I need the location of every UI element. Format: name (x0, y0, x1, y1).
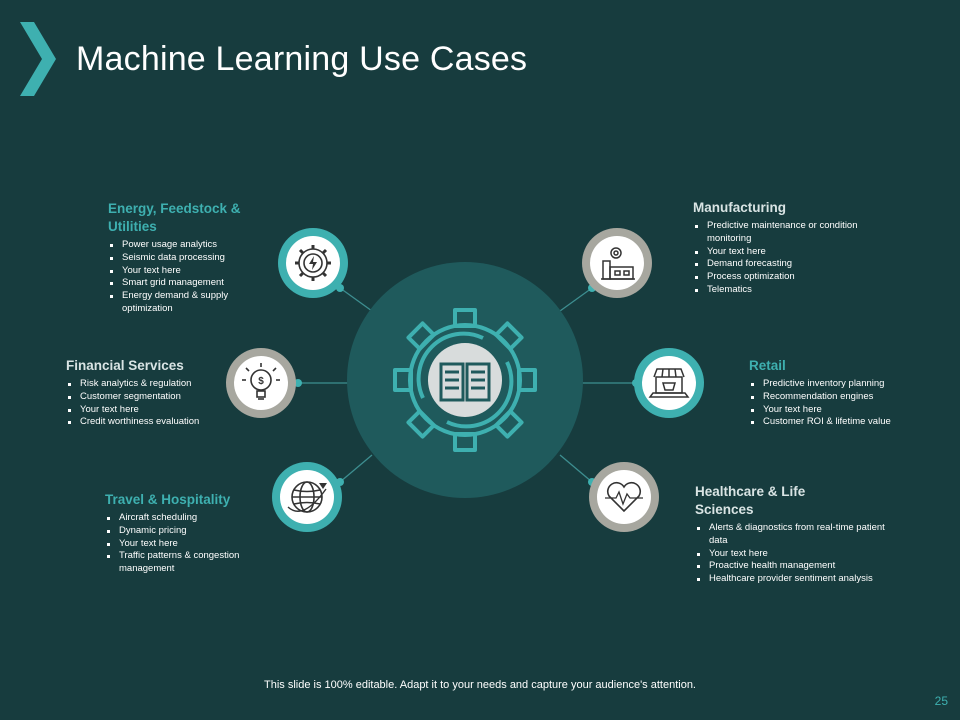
travel-list: Aircraft scheduling Dynamic pricing Your… (105, 512, 270, 576)
list-item: Energy demand & supply optimization (108, 290, 268, 316)
chevron-right-icon (20, 22, 56, 96)
list-item: Your text here (105, 538, 270, 551)
list-item: Customer ROI & lifetime value (749, 416, 929, 429)
healthcare-title: Healthcare & Life Sciences (695, 484, 806, 517)
connector-healthcare (559, 454, 593, 483)
shop-laptop-icon (648, 368, 690, 398)
connector-travel (339, 454, 373, 483)
list-item: Your text here (749, 404, 929, 417)
energy-use-case: Energy, Feedstock & Utilities Power usag… (108, 200, 268, 316)
list-item: Traffic patterns & congestion management (105, 550, 270, 576)
list-item: Predictive inventory planning (749, 378, 929, 391)
list-item: Predictive maintenance or condition moni… (693, 220, 898, 246)
retail-use-case: Retail Predictive inventory planning Rec… (749, 357, 929, 429)
energy-list: Power usage analytics Seismic data proce… (108, 239, 268, 316)
energy-title: Energy, Feedstock & Utilities (108, 201, 241, 234)
manufacturing-node (582, 228, 652, 298)
financial-list: Risk analytics & regulation Customer seg… (66, 378, 231, 429)
list-item: Proactive health management (695, 560, 885, 573)
list-item: Your text here (693, 246, 898, 259)
finance-bulb-icon: $ (242, 363, 280, 400)
heart-pulse-icon (605, 481, 643, 513)
retail-node (634, 348, 704, 418)
manufacturing-title: Manufacturing (693, 200, 786, 215)
list-item: Recommendation engines (749, 391, 929, 404)
list-item: Alerts & diagnostics from real-time pati… (695, 522, 885, 548)
footer-note: This slide is 100% editable. Adapt it to… (264, 679, 696, 691)
travel-node (272, 462, 342, 532)
financial-title: Financial Services (66, 358, 184, 373)
center-hub (347, 262, 583, 498)
list-item: Risk analytics & regulation (66, 378, 231, 391)
energy-gear-icon (295, 245, 331, 281)
book-gear-icon (393, 308, 537, 452)
list-item: Process optimization (693, 271, 898, 284)
page-number: 25 (934, 694, 948, 708)
retail-list: Predictive inventory planning Recommenda… (749, 378, 929, 429)
financial-use-case: Financial Services Risk analytics & regu… (66, 357, 231, 429)
retail-title: Retail (749, 358, 786, 373)
healthcare-node (589, 462, 659, 532)
list-item: Credit worthiness evaluation (66, 416, 231, 429)
energy-node (278, 228, 348, 298)
travel-use-case: Travel & Hospitality Aircraft scheduling… (105, 491, 270, 576)
connector-lines (298, 287, 636, 483)
list-item: Smart grid management (108, 277, 268, 290)
list-item: Your text here (108, 265, 268, 278)
healthcare-list: Alerts & diagnostics from real-time pati… (695, 522, 885, 586)
connector-manufacturing (559, 287, 593, 312)
list-item: Power usage analytics (108, 239, 268, 252)
manufacturing-list: Predictive maintenance or condition moni… (693, 220, 898, 297)
healthcare-use-case: Healthcare & Life Sciences Alerts & diag… (695, 483, 885, 586)
list-item: Your text here (66, 404, 231, 417)
svg-text:$: $ (258, 376, 264, 387)
connector-energy (339, 287, 373, 312)
list-item: Aircraft scheduling (105, 512, 270, 525)
list-item: Demand forecasting (693, 258, 898, 271)
list-item: Dynamic pricing (105, 525, 270, 538)
list-item: Healthcare provider sentiment analysis (695, 573, 885, 586)
globe-plane-icon (287, 481, 327, 513)
travel-title: Travel & Hospitality (105, 492, 231, 507)
factory-gear-icon (601, 247, 635, 280)
financial-node: $ (226, 348, 296, 418)
list-item: Your text here (695, 548, 885, 561)
list-item: Telematics (693, 284, 898, 297)
page-title: Machine Learning Use Cases (76, 40, 528, 78)
list-item: Customer segmentation (66, 391, 231, 404)
list-item: Seismic data processing (108, 252, 268, 265)
manufacturing-use-case: Manufacturing Predictive maintenance or … (693, 199, 898, 297)
